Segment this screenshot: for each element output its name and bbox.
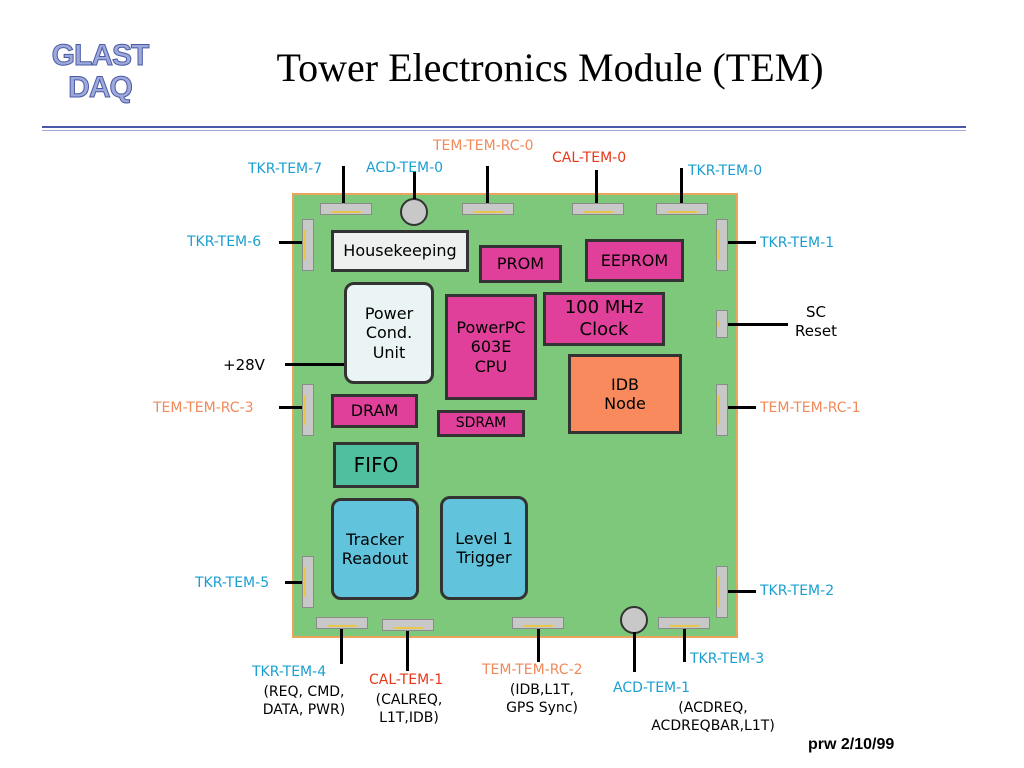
leader-tem-tem-rc-1: [728, 406, 756, 409]
label-tkr-tem-0: TKR-TEM-0: [688, 163, 763, 179]
label-cal-tem-1-signals: (CALREQ, L1T,IDB): [375, 692, 443, 726]
connector-tkr-tem-3: [658, 617, 710, 629]
label-sc-reset: SC Reset: [795, 303, 837, 340]
label-cal-tem-1: CAL-TEM-1: [369, 672, 444, 688]
tracker-readout-block: Tracker Readout: [331, 498, 419, 600]
leader-tkr-tem-6: [279, 241, 302, 244]
fifo-block: FIFO: [333, 442, 419, 488]
connector-tem-tem-rc-0: [462, 203, 514, 215]
leader-cal-tem-0: [595, 170, 598, 203]
clock-block: 100 MHz Clock: [543, 292, 665, 346]
leader-acd-tem-1: [633, 632, 636, 672]
label-tkr-tem-5: TKR-TEM-5: [195, 575, 270, 591]
header-rule-light: [42, 130, 966, 131]
label-tkr-tem-1: TKR-TEM-1: [760, 235, 835, 251]
connector-tkr-tem-6: [302, 219, 314, 271]
power-cond-unit-block: Power Cond. Unit: [344, 282, 434, 384]
connector-tkr-tem-7: [320, 203, 372, 215]
label-tem-tem-rc-2-signals: (IDB,L1T, GPS Sync): [506, 682, 578, 716]
connector-tkr-tem-2: [716, 566, 728, 618]
label-cal-tem-0: CAL-TEM-0: [552, 150, 627, 166]
label-tkr-tem-6: TKR-TEM-6: [187, 234, 262, 250]
connector-tkr-tem-1: [716, 219, 728, 271]
connector-tkr-tem-5: [302, 556, 314, 608]
connector-tkr-tem-0: [656, 203, 708, 215]
logo-line-2: DAQ: [68, 71, 134, 104]
label-tem-tem-rc-3: TEM-TEM-RC-3: [153, 400, 254, 416]
level1-trigger-block: Level 1 Trigger: [440, 496, 528, 600]
leader-tem-tem-rc-2: [537, 629, 540, 662]
leader-sc-reset: [728, 323, 788, 326]
powerpc-cpu-block: PowerPC 603E CPU: [445, 294, 537, 400]
connector-acd-tem-0: [400, 198, 428, 226]
connector-cal-tem-1: [382, 619, 434, 631]
leader-tkr-tem-4: [340, 629, 343, 664]
leader-tkr-tem-0: [680, 168, 683, 203]
sdram-block: SDRAM: [437, 410, 525, 437]
leader-plus-28v: [285, 363, 344, 366]
leader-tkr-tem-5: [285, 581, 302, 584]
leader-tkr-tem-2: [728, 590, 756, 593]
label-tkr-tem-2: TKR-TEM-2: [760, 583, 835, 599]
idb-node-block: IDB Node: [568, 354, 682, 434]
label-plus-28v: +28V: [223, 356, 265, 374]
label-tem-tem-rc-0: TEM-TEM-RC-0: [433, 138, 534, 154]
footer-credit: prw 2/10/99: [808, 736, 895, 753]
connector-tkr-tem-4: [316, 617, 368, 629]
label-tkr-tem-4-signals: (REQ, CMD, DATA, PWR): [262, 684, 346, 718]
label-tem-tem-rc-1: TEM-TEM-RC-1: [760, 400, 861, 416]
prom-block: PROM: [479, 245, 562, 283]
logo-line-1: GLAST: [51, 39, 150, 72]
leader-tem-tem-rc-3: [279, 406, 302, 409]
leader-tkr-tem-3: [683, 629, 686, 662]
label-tem-tem-rc-2: TEM-TEM-RC-2: [482, 662, 583, 678]
glast-daq-logo: GLAST DAQ: [40, 39, 160, 104]
label-tkr-tem-7: TKR-TEM-7: [248, 161, 323, 177]
label-acd-tem-1: ACD-TEM-1: [613, 680, 691, 696]
header-rule: [42, 126, 966, 128]
connector-tem-tem-rc-1: [716, 384, 728, 436]
page-title: Tower Electronics Module (TEM): [276, 45, 824, 90]
housekeeping-block: Housekeeping: [331, 230, 469, 272]
leader-acd-tem-0: [413, 172, 416, 199]
label-acd-tem-0: ACD-TEM-0: [366, 160, 444, 176]
connector-tem-tem-rc-3: [302, 384, 314, 436]
label-tkr-tem-4: TKR-TEM-4: [252, 664, 327, 680]
eeprom-block: EEPROM: [585, 239, 684, 282]
leader-tkr-tem-7: [342, 166, 345, 203]
connector-sc-reset: [716, 310, 728, 338]
connector-acd-tem-1: [620, 606, 648, 634]
connector-cal-tem-0: [572, 203, 624, 215]
leader-tkr-tem-1: [728, 241, 756, 244]
label-acd-tem-1-signals: (ACDREQ, ACDREQBAR,L1T): [651, 700, 775, 734]
leader-tem-tem-rc-0: [486, 166, 489, 203]
connector-tem-tem-rc-2: [512, 617, 564, 629]
dram-block: DRAM: [331, 394, 418, 428]
label-tkr-tem-3: TKR-TEM-3: [690, 651, 765, 667]
leader-cal-tem-1: [406, 631, 409, 671]
